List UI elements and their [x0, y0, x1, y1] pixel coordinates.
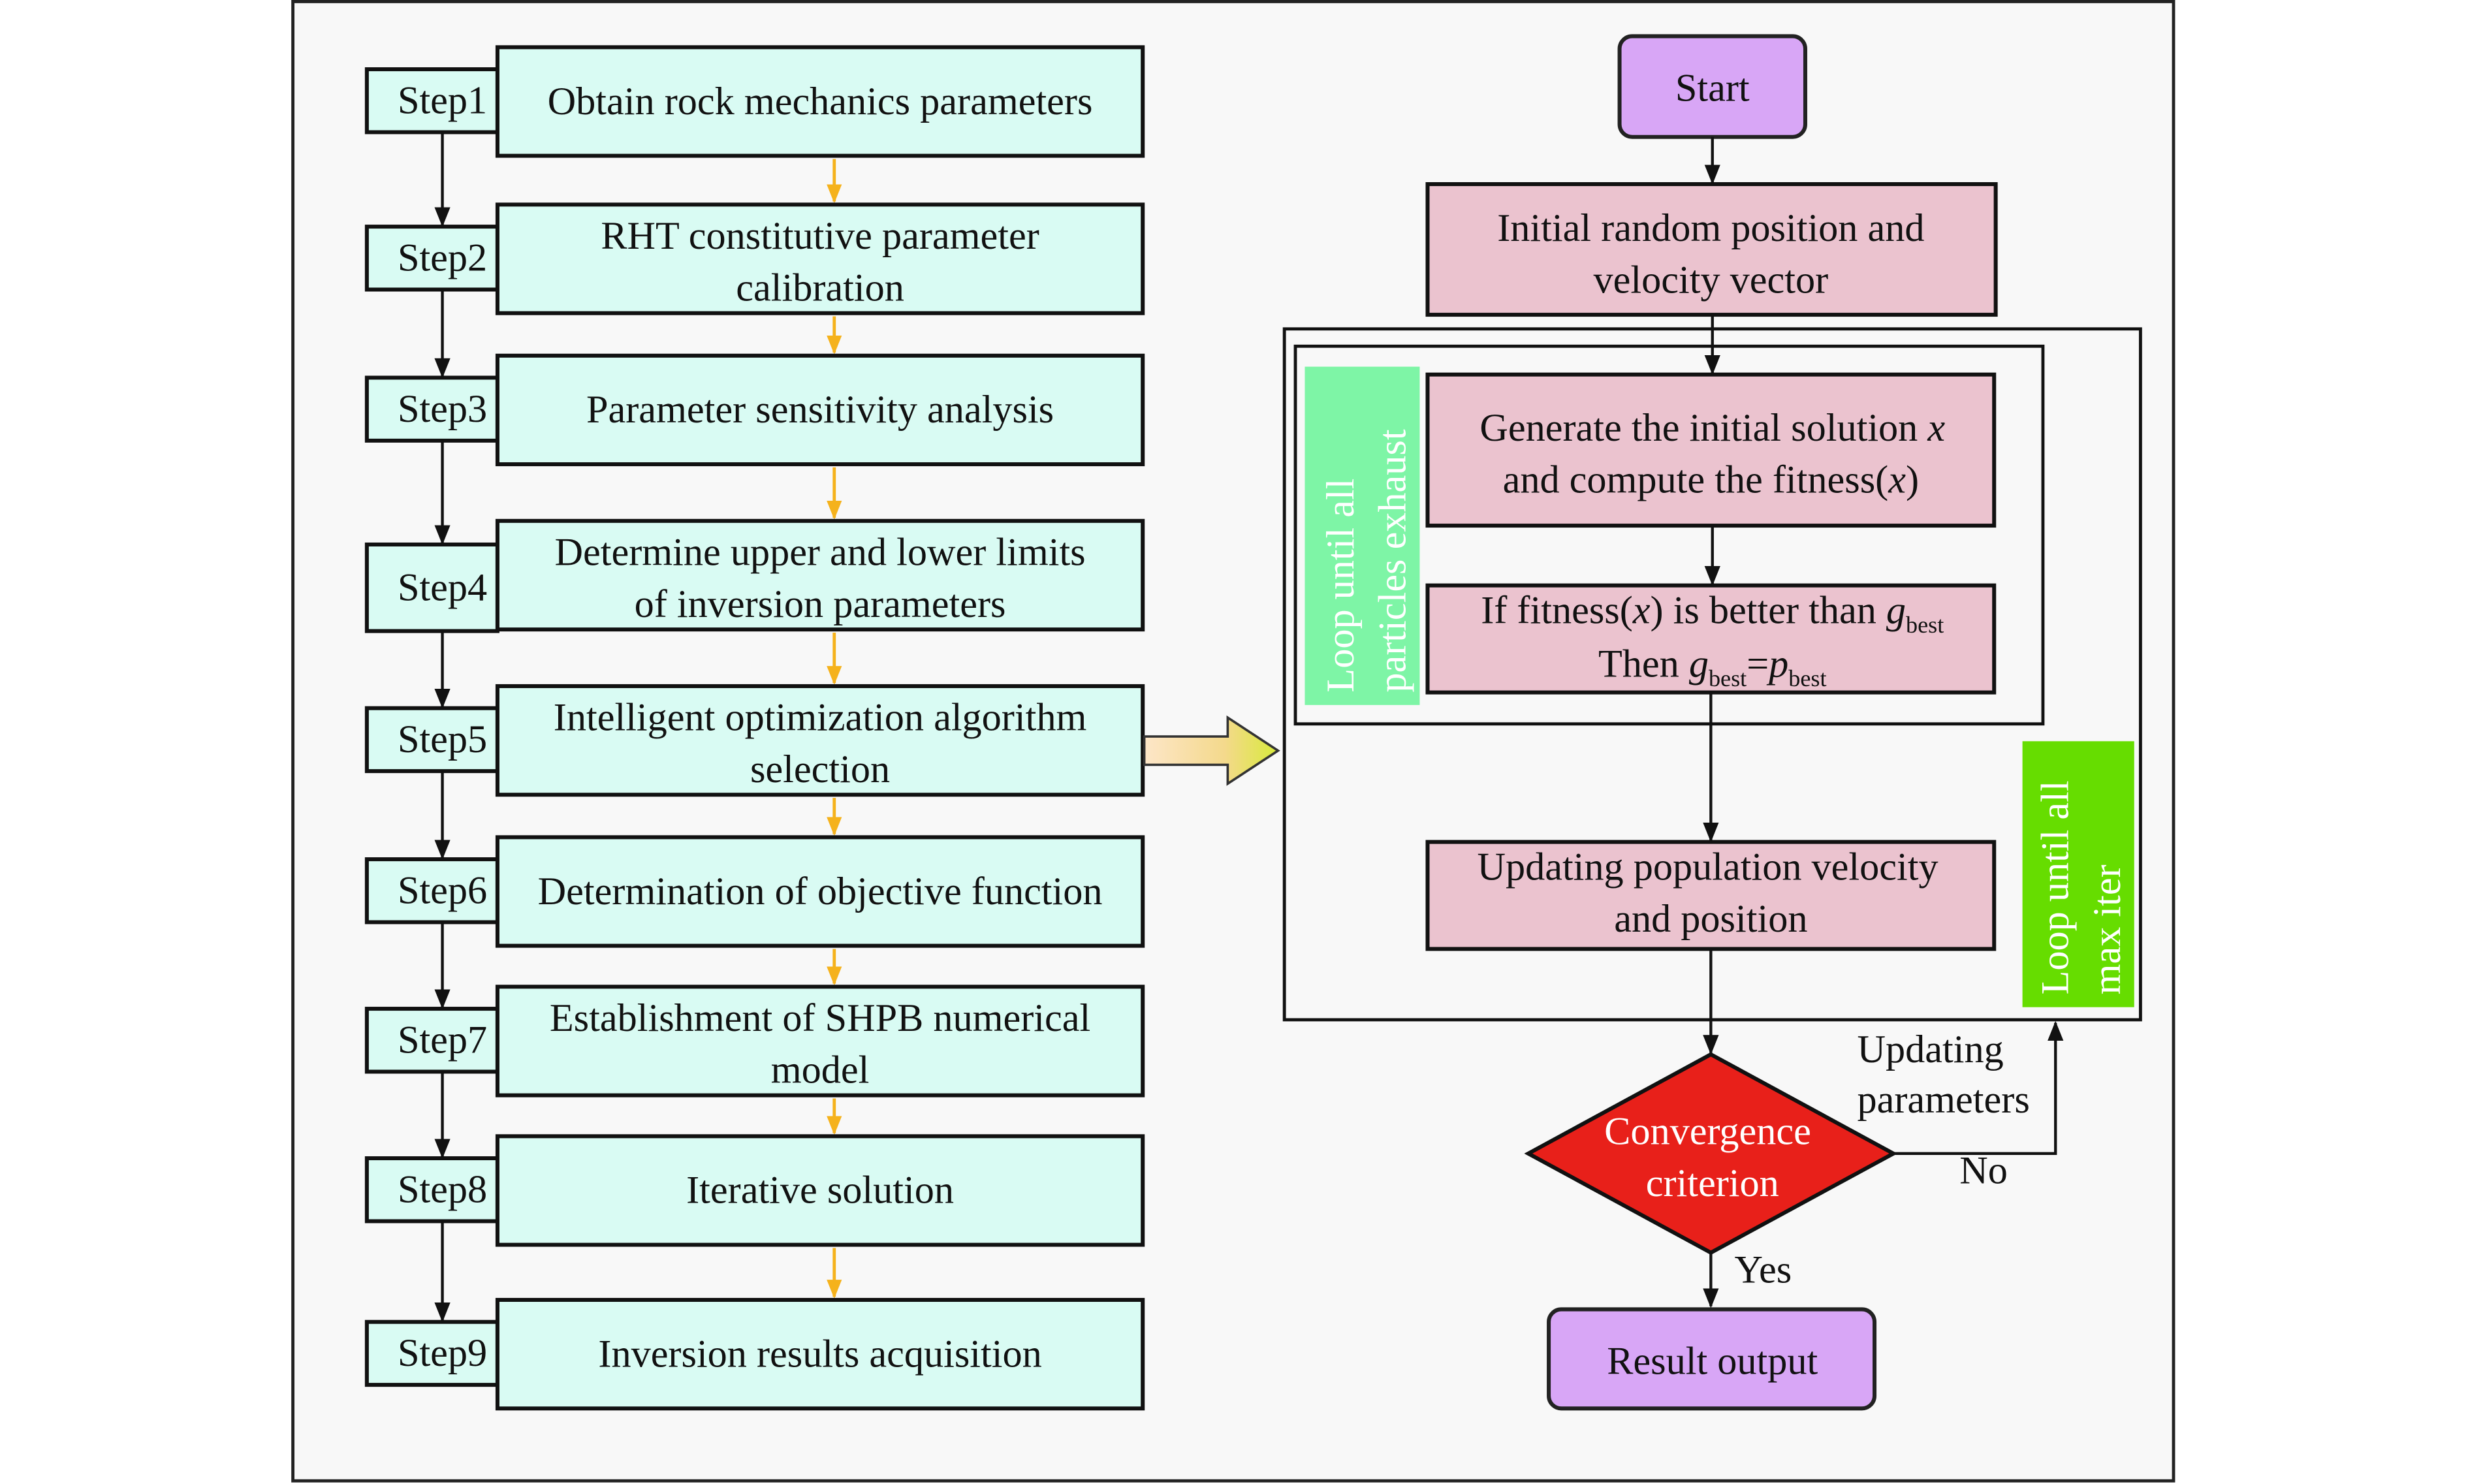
- step-description-line: Parameter sensitivity analysis: [586, 388, 1054, 432]
- outer-loop-label-bg: [2022, 741, 2134, 1007]
- step-description-box: [495, 353, 1145, 467]
- step-description-box: [495, 45, 1145, 158]
- step-5: Step5 Intelligent optimization algorithm s…: [364, 684, 1145, 860]
- no-label: No: [1959, 1149, 2008, 1193]
- step-1: Step1 Obtain rock mechanics parameters: [364, 45, 1145, 227]
- step-3: Step3 Parameter sensitivity analysis: [364, 353, 1145, 545]
- inner-loop-line-2: particles exhaust: [1371, 429, 1415, 692]
- step-description-line: selection: [750, 748, 890, 791]
- generate-line-1: Generate the initial solution x: [1479, 406, 1945, 450]
- step-number-label: Step1: [398, 79, 487, 123]
- step-description-line: of inversion parameters: [635, 582, 1006, 626]
- step-number-box: [364, 542, 499, 633]
- step-number-label: Step5: [398, 718, 487, 761]
- step-description-line: Inversion results acquisition: [598, 1332, 1041, 1376]
- step-description-line: Establishment of SHPB numerical: [550, 996, 1090, 1040]
- step5-to-pso-arrow: [1143, 715, 1280, 786]
- step-number-box: [364, 1156, 499, 1224]
- init-line-2: velocity vector: [1594, 258, 1829, 302]
- step-9: Step9 Inversion results acquisition: [364, 1297, 1145, 1411]
- start-label: Start: [1675, 66, 1750, 110]
- step-8: Step8 Iterative solution: [364, 1134, 1145, 1323]
- yes-label: Yes: [1735, 1248, 1792, 1291]
- step-number-label: Step7: [398, 1018, 487, 1062]
- step-description-line: model: [771, 1048, 870, 1092]
- init-line-1: Initial random position and: [1497, 206, 1924, 250]
- decision-line-1: Convergence: [1604, 1109, 1811, 1153]
- step-number-box: [364, 706, 499, 774]
- step-number-label: Step8: [398, 1168, 487, 1212]
- step-description-line: Intelligent optimization algorithm: [554, 695, 1087, 739]
- compare-line-2: Then gbest=pbest: [1598, 642, 1827, 691]
- step-number-label: Step9: [398, 1331, 487, 1375]
- generate-line-2: and compute the fitness(x): [1503, 458, 1919, 501]
- update-node: [1425, 840, 1997, 951]
- outer-loop-line-1: Loop until all: [2034, 780, 2078, 994]
- step-description-line: calibration: [736, 266, 904, 309]
- step-number-box: [364, 67, 499, 134]
- init-node: [1425, 182, 1998, 317]
- result-node: [1547, 1307, 1877, 1411]
- update-params-line-1: Updating: [1858, 1028, 2004, 1071]
- step-4: Step4 Determine upper and lower limits of …: [364, 518, 1145, 709]
- step-description-box: [495, 1297, 1145, 1411]
- step-description-box: [495, 835, 1145, 948]
- step-description-line: Determination of objective function: [538, 870, 1103, 913]
- step-description-line: RHT constitutive parameter: [601, 214, 1039, 258]
- update-line-1: Updating population velocity: [1477, 845, 1938, 889]
- step-number-label: Step4: [398, 566, 487, 610]
- result-label: Result output: [1607, 1339, 1818, 1383]
- update-params-line-2: parameters: [1858, 1078, 2030, 1122]
- update-line-2: and position: [1614, 897, 1807, 941]
- inner-loop-label-bg: [1305, 366, 1420, 705]
- step-number-label: Step2: [398, 236, 487, 280]
- generate-node: [1425, 372, 1997, 528]
- step-7: Step7 Establishment of SHPB numerical mode…: [364, 985, 1145, 1159]
- decision-line-2: criterion: [1646, 1161, 1779, 1205]
- step-number-label: Step6: [398, 869, 487, 913]
- step-description-line: Iterative solution: [686, 1169, 954, 1212]
- step-description-line: Obtain rock mechanics parameters: [548, 80, 1093, 123]
- step-description-line: Determine upper and lower limits: [554, 530, 1085, 574]
- step-description-box: [495, 985, 1145, 1097]
- step-number-box: [364, 1007, 499, 1074]
- outer-loop-line-2: max iter: [2085, 864, 2129, 994]
- step-description-box: [495, 518, 1145, 632]
- step-number-box: [364, 375, 499, 443]
- step-6: Step6 Determination of objective function: [364, 835, 1145, 1009]
- step-2: Step2 RHT constitutive parameter calibrati…: [364, 202, 1145, 379]
- compare-line-1: If fitness(x) is better than gbest: [1481, 589, 1944, 638]
- step-description-box: [495, 684, 1145, 797]
- step-description-box: [495, 1134, 1145, 1247]
- step-number-label: Step3: [398, 387, 487, 431]
- step-description-box: [495, 202, 1145, 315]
- inner-loop-line-1: Loop until all: [1319, 479, 1363, 693]
- inner-loop-frame: [1293, 344, 2045, 726]
